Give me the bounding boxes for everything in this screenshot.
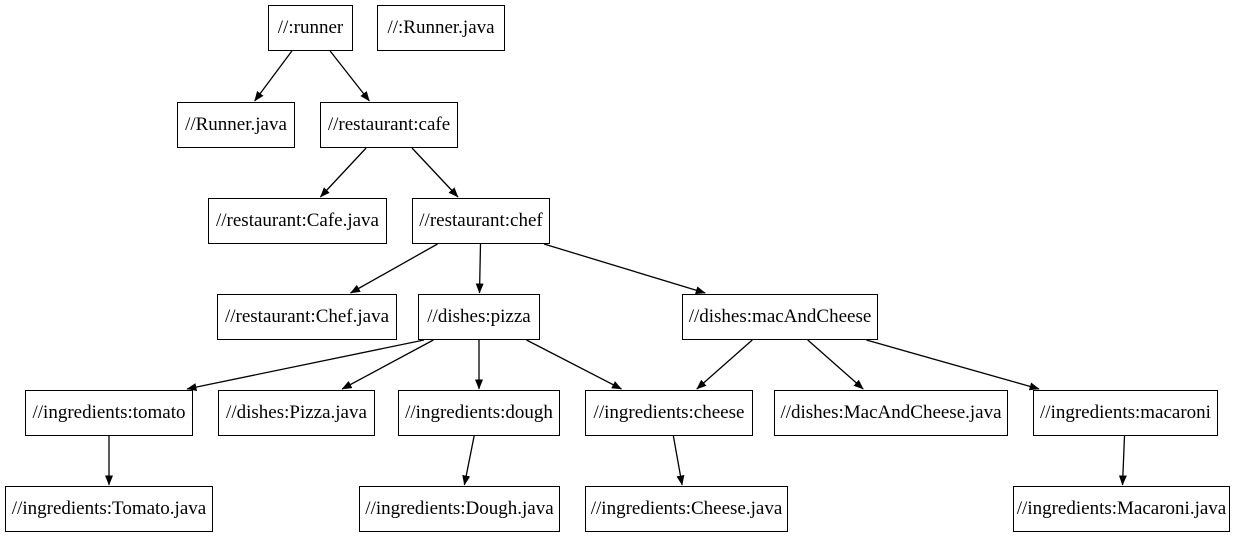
graph-node-label: //dishes:Pizza.java — [226, 402, 367, 423]
graph-node-label: //restaurant:Cafe.java — [215, 210, 379, 231]
graph-node-label: //dishes:macAndCheese — [688, 306, 872, 327]
graph-node-label: //ingredients:Cheese.java — [590, 498, 783, 519]
edge-cheese-cheese-java — [672, 435, 685, 486]
graph-node-runner: //:runner — [268, 5, 353, 51]
graph-node-chef-java: //restaurant:Chef.java — [217, 294, 397, 340]
graph-node-label: //ingredients:Tomato.java — [11, 498, 207, 519]
graph-node-label: //restaurant:Chef.java — [224, 306, 390, 327]
edge-pizza-cheese — [526, 339, 622, 390]
graph-node-pizza: //dishes:pizza — [418, 294, 540, 340]
graph-node-cafe-java: //restaurant:Cafe.java — [208, 198, 387, 244]
edge-cafe-cafe-java — [319, 147, 367, 198]
graph-node-tomato-java: //ingredients:Tomato.java — [5, 486, 213, 532]
graph-node-tomato: //ingredients:tomato — [25, 390, 193, 436]
edge-runner-runner-java-file — [254, 50, 293, 102]
graph-node-pizza-java: //dishes:Pizza.java — [218, 390, 375, 436]
edge-runner-cafe — [329, 50, 370, 102]
graph-node-cheese: //ingredients:cheese — [585, 390, 753, 436]
graph-node-label: //:Runner.java — [387, 17, 495, 38]
edge-dough-dough-java — [462, 435, 475, 486]
graph-node-label: //dishes:MacAndCheese.java — [780, 402, 1002, 423]
graph-node-dough: //ingredients:dough — [398, 390, 560, 436]
edge-chef-chef-java — [350, 243, 438, 294]
edge-chef-macandcheese — [543, 243, 706, 295]
graph-node-label: //ingredients:Macaroni.java — [1016, 498, 1227, 519]
graph-node-label: //ingredients:dough — [405, 402, 553, 423]
graph-node-macandcheese-java: //dishes:MacAndCheese.java — [774, 390, 1008, 436]
edge-chef-pizza — [475, 243, 484, 294]
graph-node-label: //restaurant:cafe — [327, 114, 451, 135]
graph-node-chef: //restaurant:chef — [412, 198, 550, 244]
graph-node-label: //ingredients:cheese — [593, 402, 745, 423]
graph-node-macaroni-java: //ingredients:Macaroni.java — [1013, 486, 1230, 532]
edge-macaroni-macaroni-java — [1118, 435, 1127, 486]
graph-node-macandcheese: //dishes:macAndCheese — [682, 294, 878, 340]
graph-node-label: //ingredients:Dough.java — [365, 498, 554, 519]
graph-node-label: //:runner — [277, 17, 344, 38]
graph-node-dough-java: //ingredients:Dough.java — [359, 486, 560, 532]
edge-cafe-chef — [411, 147, 459, 198]
edge-pizza-pizza-java — [341, 339, 434, 390]
graph-node-label: //dishes:pizza — [427, 306, 531, 327]
edge-pizza-tomato — [186, 339, 425, 391]
graph-node-cafe: //restaurant:cafe — [320, 102, 458, 148]
graph-node-runner-java-file: //Runner.java — [177, 102, 295, 148]
edge-macandcheese-cheese — [696, 339, 753, 390]
graph-node-macaroni: //ingredients:macaroni — [1033, 390, 1218, 436]
graph-node-label: //ingredients:macaroni — [1040, 402, 1211, 423]
graph-node-cheese-java: //ingredients:Cheese.java — [585, 486, 788, 532]
edge-macandcheese-macaroni — [866, 339, 1040, 391]
graph-node-label: //ingredients:tomato — [32, 402, 186, 423]
edge-macandcheese-macandcheese-java — [807, 339, 864, 390]
graph-node-label: //restaurant:chef — [419, 210, 543, 231]
graph-node-runner-java-root: //:Runner.java — [377, 5, 505, 51]
graph-node-label: //Runner.java — [185, 114, 287, 135]
